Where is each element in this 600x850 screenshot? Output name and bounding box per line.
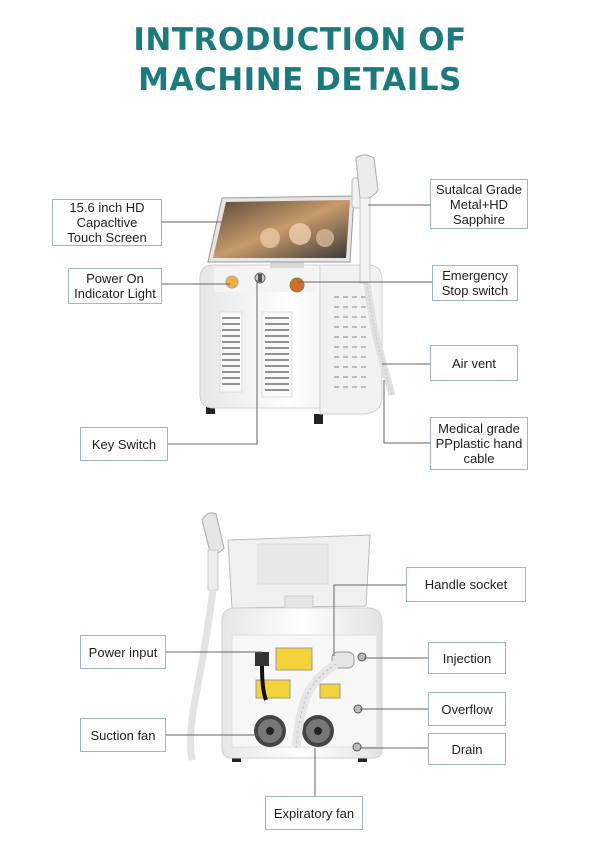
callout-key-switch: Key Switch (80, 427, 168, 461)
callout-power-indicator-light: Power On Indicator Light (68, 268, 162, 304)
callout-suction-fan: Suction fan (80, 718, 166, 752)
callout-expiratory-fan: Expiratory fan (265, 796, 363, 830)
leader-lines (161, 204, 433, 797)
page-title-line-1: INTRODUCTION OF (133, 22, 467, 58)
callout-touch-screen: 15.6 inch HD Capacltive Touch Screen (52, 199, 162, 246)
front-machine (199, 154, 396, 424)
page-title-line-2: MACHINE DETAILS (138, 62, 462, 98)
callout-handpiece-metal-sapphire: Sutalcal Grade Metal+HD Sapphire (430, 179, 528, 229)
callout-overflow: Overflow (428, 692, 506, 726)
callout-injection: Injection (428, 642, 506, 674)
callout-hand-cable: Medical grade PPplastic hand cable (430, 417, 528, 470)
callout-power-input: Power input (80, 635, 166, 669)
callout-emergency-stop-switch: Emergency Stop switch (432, 265, 518, 301)
back-machine (187, 512, 383, 762)
callout-air-vent: Air vent (430, 345, 518, 381)
callout-drain: Drain (428, 733, 506, 765)
callout-handle-socket: Handle socket (406, 567, 526, 602)
